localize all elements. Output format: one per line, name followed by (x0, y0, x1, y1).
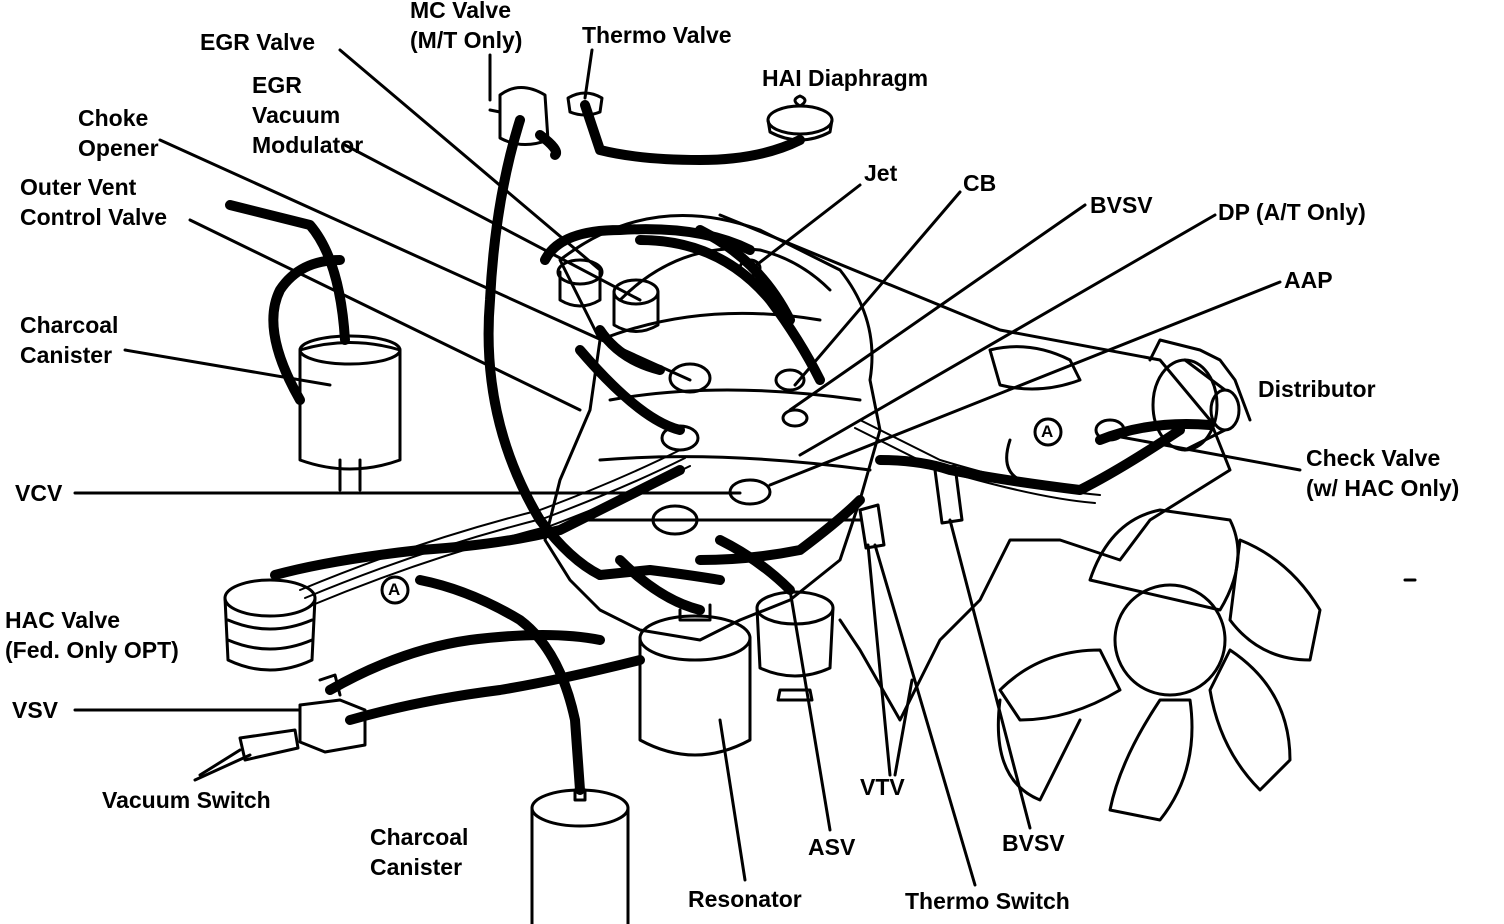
label-thermo-valve: Thermo Valve (582, 22, 732, 48)
label-choke-opener-line2: Opener (78, 135, 159, 161)
label-cc-left-line1: Charcoal (20, 312, 119, 338)
label-vtv: VTV (860, 774, 905, 800)
hose-bundle (299, 419, 1101, 607)
label-aap: AAP (1284, 267, 1333, 293)
label-mc-valve-line2: (M/T Only) (410, 27, 523, 53)
label-egr-vm-line1: EGR (252, 72, 302, 98)
label-check-valve-line1: Check Valve (1306, 445, 1441, 471)
label-charcoal-canister-bottom: Charcoal Canister (370, 822, 468, 882)
vacuum-hoses (225, 100, 1215, 795)
label-vacuum-switch: Vacuum Switch (102, 787, 271, 813)
label-cb: CB (963, 170, 997, 196)
label-cc-bottom-line2: Canister (370, 854, 463, 880)
label-egr-vacuum-modulator: EGR Vacuum Modulator (252, 70, 363, 160)
label-vsv: VSV (12, 697, 59, 723)
label-bvsv-top: BVSV (1090, 192, 1153, 218)
label-cc-bottom-line1: Charcoal (370, 824, 469, 850)
label-mc-valve-line1: MC Valve (410, 0, 511, 23)
label-outer-vent-control-valve: Outer Vent Control Valve (20, 172, 167, 232)
label-charcoal-canister-left: Charcoal Canister (20, 310, 118, 370)
label-check-valve-line2: (w/ HAC Only) (1306, 475, 1460, 501)
label-bvsv-bottom: BVSV (1002, 830, 1065, 856)
hac-valve-shape (223, 578, 317, 672)
label-distributor: Distributor (1258, 376, 1376, 402)
label-ovcv-line2: Control Valve (20, 204, 167, 230)
label-choke-opener: Choke Opener (78, 103, 159, 163)
label-hac-valve: HAC Valve (Fed. Only OPT) (5, 605, 179, 665)
marker-a-left: A (388, 580, 401, 599)
label-egr-vm-line2: Vacuum (252, 102, 341, 128)
label-vcv: VCV (15, 480, 63, 506)
label-dp: DP (A/T Only) (1218, 199, 1366, 225)
label-resonator: Resonator (688, 886, 802, 912)
label-mc-valve: MC Valve (M/T Only) (410, 0, 522, 55)
left-canister-shape (298, 334, 402, 492)
label-egr-valve: EGR Valve (200, 29, 316, 55)
resonator-shape (638, 603, 752, 757)
label-hai-diaphragm: HAI Diaphragm (762, 65, 929, 91)
label-cc-left-line2: Canister (20, 342, 113, 368)
label-hac-valve-line2: (Fed. Only OPT) (5, 637, 179, 663)
label-hac-valve-line1: HAC Valve (5, 607, 121, 633)
fan (996, 508, 1322, 822)
label-thermo-switch: Thermo Switch (905, 888, 1070, 914)
engine-switches (858, 464, 964, 550)
bottom-canister-shape (530, 788, 630, 924)
label-choke-opener-line1: Choke (78, 105, 149, 131)
marker-a-right: A (1041, 422, 1054, 441)
marker-shapes (380, 417, 1063, 605)
leader-lines (73, 48, 1417, 887)
label-jet: Jet (864, 160, 898, 186)
label-egr-vm-line3: Modulator (252, 132, 364, 158)
label-ovcv-line1: Outer Vent (20, 174, 137, 200)
label-asv: ASV (808, 834, 856, 860)
vsv-shape (198, 673, 367, 777)
label-check-valve: Check Valve (w/ HAC Only) (1306, 443, 1459, 503)
